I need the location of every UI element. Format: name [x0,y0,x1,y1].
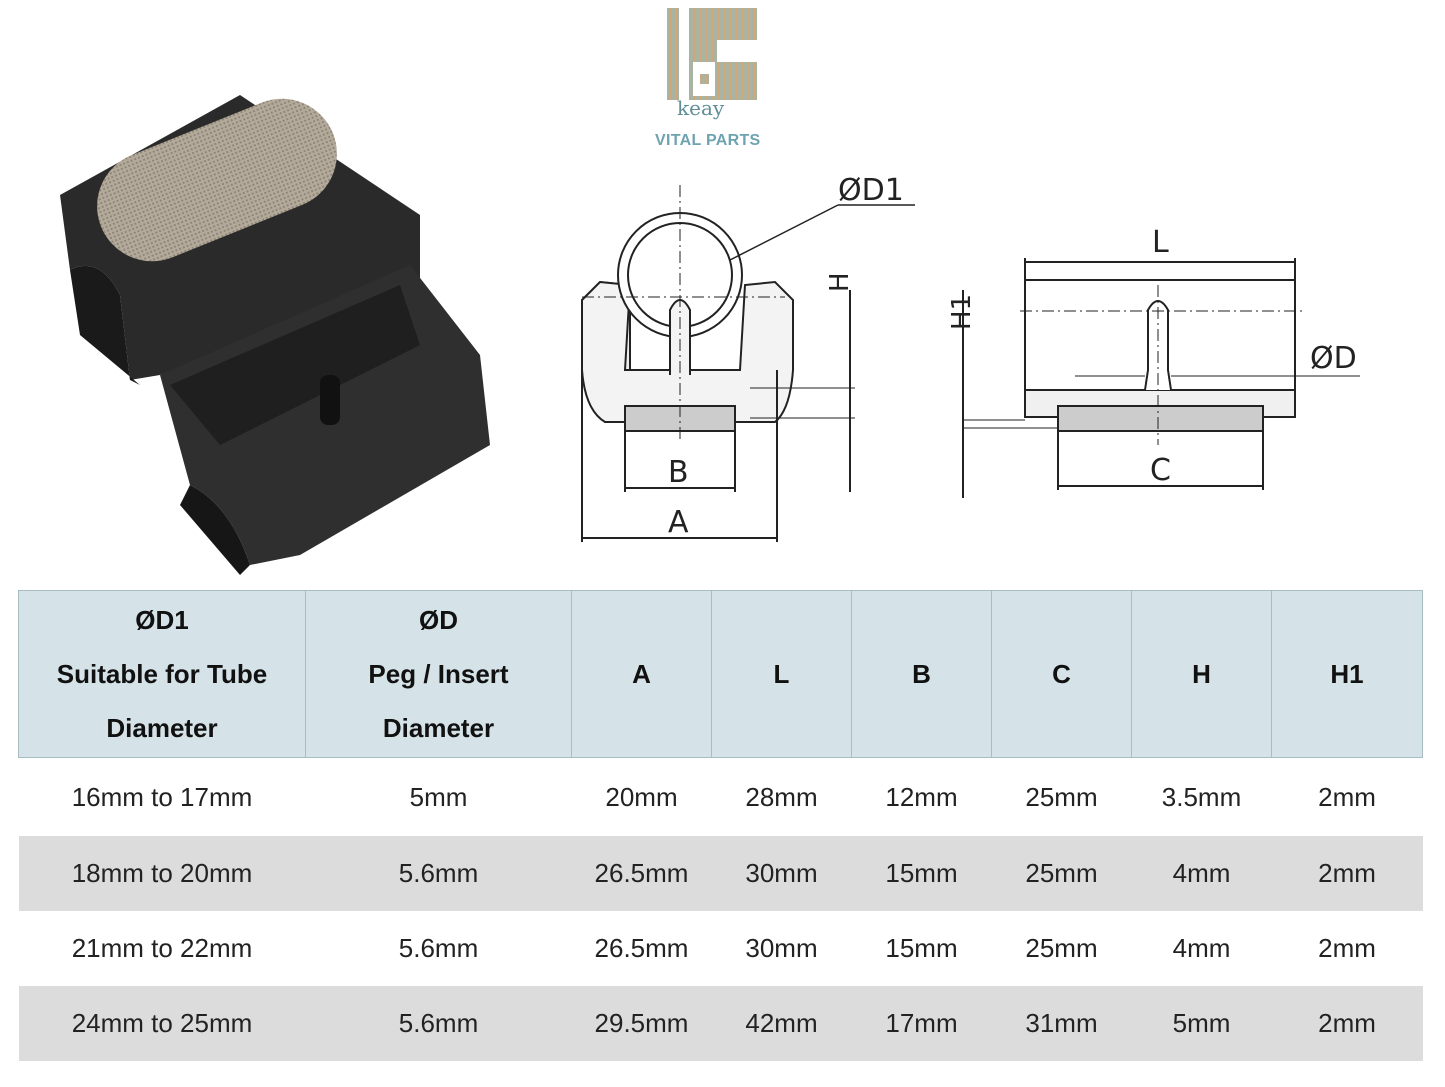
table-cell: 5mm [409,781,468,812]
table-cell: 15mm [885,933,958,963]
technical-drawing: ØD1 H H1 L ØD B A C [581,173,1360,542]
table-cell: 25mm [1025,933,1098,963]
table-cell: 2mm [1318,781,1376,812]
label-l: L [1152,225,1169,260]
label-d: ØD [1310,341,1357,376]
side-view [962,258,1360,498]
table-cell: 20mm [605,781,678,812]
table-cell: 21mm to 22mm [71,933,253,963]
header-a: A [571,590,712,758]
table-cell: 2mm [1318,933,1376,963]
table-cell: 5.6mm [305,986,572,1061]
header-c: C [991,590,1132,758]
table-cell: 15mm [851,836,992,911]
logo-mark-icon [667,8,757,100]
table-cell: 17mm [851,986,992,1061]
table-cell: 5.6mm [305,836,572,911]
front-view [581,185,915,542]
table-cell: 24mm to 25mm [18,986,306,1061]
table-cell: 30mm [711,836,852,911]
label-h: H [825,272,855,292]
table-row: 21mm to 22mm 5.6mm 26.5mm 30mm 15mm 25mm 4mm 2m… [19,911,1423,986]
table-cell: 16mm to 17mm [71,781,253,812]
logo-tagline: VITAL PARTS [655,132,761,149]
table-cell: 2mm [1271,836,1423,911]
header-l: L [711,590,852,758]
brand-logo: keay VITAL PARTS [655,8,775,149]
table-cell: 25mm [1025,781,1098,812]
header-text: Peg / Insert [368,659,509,689]
table-cell: 25mm [991,836,1132,911]
table-row: 16mm to 17mm 5mm 20mm 28mm 12mm 25mm 3.5mm 2mm [19,758,1423,837]
table-cell: 4mm [1131,836,1272,911]
table-cell: 31mm [991,986,1132,1061]
table-cell: 4mm [1172,933,1231,963]
table-cell: 18mm to 20mm [18,836,306,911]
logo-brand-text: keay [677,96,725,120]
product-photo [60,95,490,575]
header-text: ØD1 [135,605,189,635]
label-a: A [668,505,689,540]
table-cell: 2mm [1271,986,1423,1061]
label-c: C [1150,453,1171,488]
table-cell: 5mm [1131,986,1272,1061]
label-d1: ØD1 [838,173,904,208]
header-text: Diameter [382,713,495,743]
table-cell: 28mm [745,781,818,812]
table-cell: 12mm [885,781,958,812]
label-h1: H1 [947,294,977,330]
table-cell: 30mm [745,933,818,963]
label-b: B [668,455,689,490]
table-cell: 5.6mm [398,933,479,963]
header-text: Diameter [106,713,218,743]
header-h1: H1 [1271,590,1423,758]
table-cell: 42mm [711,986,852,1061]
header-text: Suitable for Tube [56,659,268,689]
table-cell: 3.5mm [1161,781,1242,812]
table-cell: 29.5mm [571,986,712,1061]
header-b: B [851,590,992,758]
header-h: H [1131,590,1272,758]
table-cell: 26.5mm [594,933,689,963]
table-cell: 26.5mm [571,836,712,911]
header-text: ØD [419,605,458,635]
